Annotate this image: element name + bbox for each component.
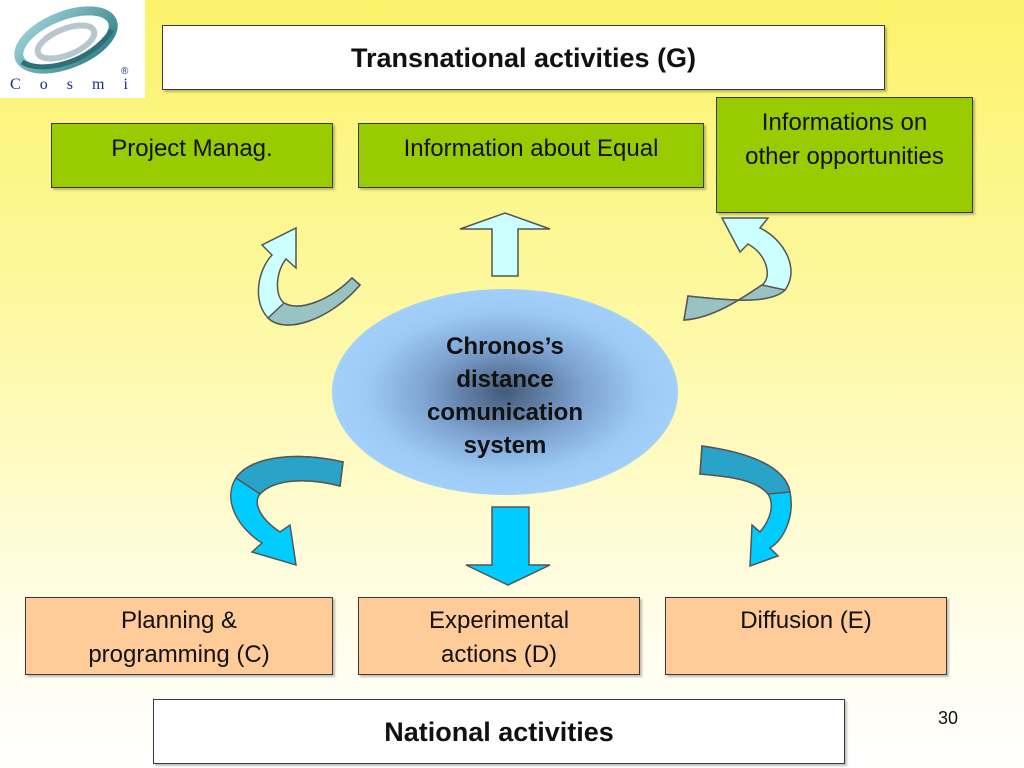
chronos-system-label: Chronos’s distance comunication system <box>400 330 610 462</box>
information-about-equal-box: Information about Equal <box>358 123 704 188</box>
down-arrow-center <box>465 506 551 586</box>
diffusion-label: Diffusion (E) <box>740 607 872 634</box>
registered-mark: ® <box>121 66 129 77</box>
logo-letter: m <box>92 76 105 93</box>
logo-letter: C <box>10 76 21 93</box>
logo-letter: s <box>66 76 73 93</box>
planning-programming-box: Planning & programming (C) <box>25 597 333 675</box>
header-title: Transnational activities (G) <box>350 42 697 73</box>
cosmi-logo: C o s m i ® <box>0 0 145 98</box>
other-opportunities-line2: other opportunities <box>745 143 944 170</box>
experimental-line1: Experimental <box>428 607 570 634</box>
experimental-actions-box: Experimental actions (D) <box>358 597 640 675</box>
diffusion-box: Diffusion (E) <box>665 597 947 675</box>
curved-up-arrow-right <box>683 217 792 321</box>
cosmi-logo-swirl-icon <box>14 6 118 74</box>
footer-title: National activities <box>384 716 614 747</box>
project-manag-box: Project Manag. <box>51 123 333 188</box>
planning-line2: programming (C) <box>88 641 270 668</box>
center-line3: comunication <box>426 399 583 426</box>
up-arrow-center <box>459 212 551 277</box>
other-opportunities-box: Informations on other opportunities <box>716 97 973 213</box>
chronos-ellipse <box>332 289 678 495</box>
center-line4: system <box>463 432 547 459</box>
curved-down-arrow-left <box>230 455 344 567</box>
national-activities-footer: National activities <box>153 699 845 764</box>
curved-up-arrow-left <box>257 226 362 326</box>
logo-letter: o <box>39 76 48 93</box>
curved-down-arrow-right <box>699 445 792 568</box>
experimental-line2: actions (D) <box>440 641 558 668</box>
planning-line1: Planning & <box>120 607 238 634</box>
page-number: 30 <box>938 708 959 728</box>
center-line2: distance <box>456 366 554 393</box>
cosmi-logo-text: C o s m i <box>10 76 128 94</box>
other-opportunities-line1: Informations on <box>761 109 928 136</box>
center-line1: Chronos’s <box>446 333 564 360</box>
transnational-activities-header: Transnational activities (G) <box>162 25 885 90</box>
project-manag-label: Project Manag. <box>111 135 273 162</box>
logo-letter: i <box>123 76 128 93</box>
information-about-equal-label: Information about Equal <box>403 135 659 162</box>
